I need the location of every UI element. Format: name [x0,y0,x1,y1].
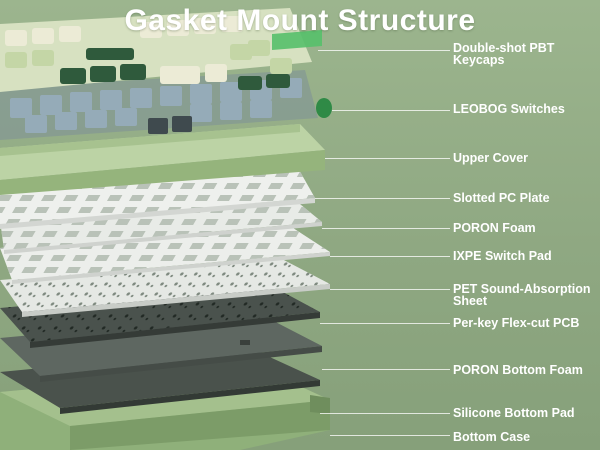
pet-sheet-layer [0,258,330,317]
leader-line [322,228,450,229]
leader-line [330,289,450,290]
label-poron-foam: PORON Foam [453,221,536,235]
label-bottom-case: Bottom Case [453,430,531,444]
leader-line [320,413,450,414]
leader-line [322,369,450,370]
leader-line [325,158,450,159]
leader-line [320,323,450,324]
upper-cover-layer [0,124,325,195]
label-keycaps: Double-shot PBT Keycaps [453,41,555,67]
label-bottom-foam: PORON Bottom Foam [453,363,583,377]
ixpe-pad-layer [0,226,330,284]
label-pc-plate: Slotted PC Plate [453,191,550,205]
page-title: Gasket Mount Structure [124,4,476,37]
pcb-layer [0,284,320,348]
leader-line [315,198,450,199]
label-pcb: Per-key Flex-cut PCB [453,316,580,330]
label-silicone-pad: Silicone Bottom Pad [453,406,575,420]
poron-bottom-foam-layer [0,314,322,382]
leader-line [330,256,450,257]
leader-line [318,50,450,51]
label-pet-sheet: PET Sound-Absorption Sheet [453,282,591,308]
label-upper-cover: Upper Cover [453,151,529,165]
leader-line [330,435,450,436]
leader-line [332,110,450,111]
poron-foam-layer [0,200,322,254]
silicone-bottom-pad-layer [0,348,320,414]
label-ixpe-pad: IXPE Switch Pad [453,249,552,263]
label-switches: LEOBOG Switches [453,102,565,116]
keycaps-layer [0,8,322,92]
